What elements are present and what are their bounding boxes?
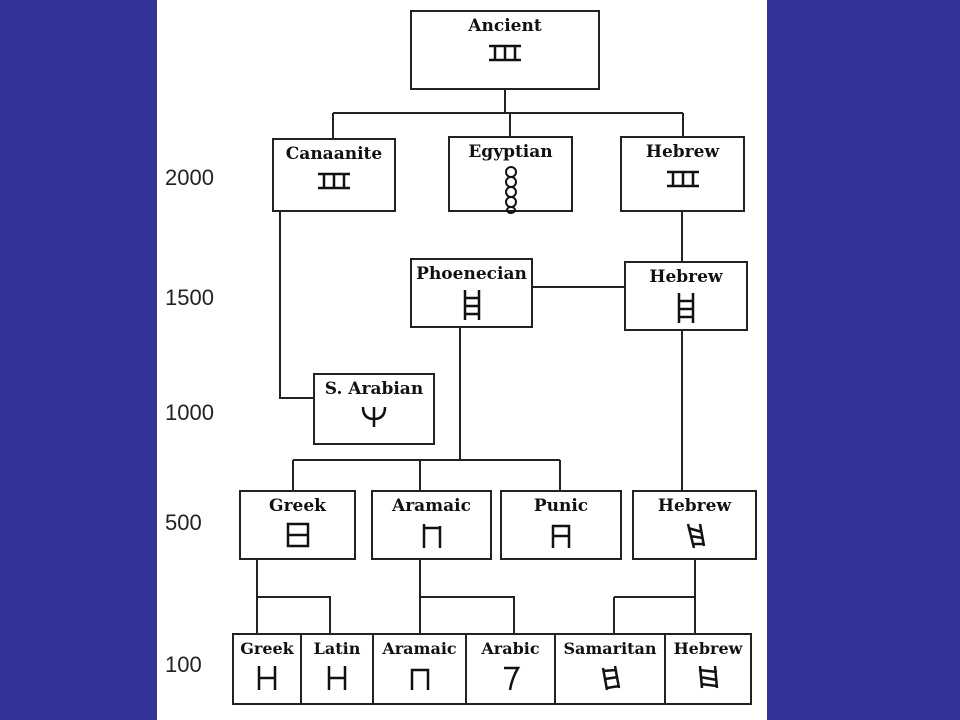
node-aramaic-100: Aramaic: [372, 633, 467, 705]
node-samaritan: Samaritan: [554, 633, 666, 705]
node-label: Canaanite: [285, 144, 383, 164]
diagram-panel: [157, 0, 767, 720]
year-label-100: 100: [165, 652, 202, 677]
boxed-e-glyph-icon: [286, 522, 309, 548]
seven-glyph-icon: [503, 666, 520, 691]
node-phoenecian: Phoenecian: [410, 258, 533, 328]
trident-glyph-icon: [361, 406, 387, 427]
heth-glyph-icon: [698, 665, 719, 689]
node-label: Aramaic: [382, 639, 457, 658]
node-hebrew-1500: Hebrew: [624, 261, 748, 331]
node-greek-500: Greek: [239, 490, 356, 560]
node-hebrew-2000: Hebrew: [620, 136, 745, 212]
node-label: Samaritan: [563, 639, 657, 658]
year-label-2000: 2000: [165, 165, 214, 190]
triple-bar-glyph-icon: [318, 172, 350, 190]
node-arabic: Arabic: [465, 633, 556, 705]
node-egyptian: Egyptian: [448, 136, 573, 214]
node-aramaic-500: Aramaic: [371, 490, 492, 560]
node-latin: Latin: [300, 633, 374, 705]
slanted-ladder-glyph-icon: [601, 665, 621, 691]
year-label-500: 500: [165, 510, 202, 535]
node-canaanite: Canaanite: [272, 138, 396, 212]
node-label: Phoenecian: [416, 264, 527, 284]
chain-loops-glyph-icon: [504, 166, 517, 214]
node-label: Aramaic: [392, 496, 471, 516]
year-label-1000: 1000: [165, 400, 214, 425]
node-label: Hebrew: [657, 496, 732, 516]
triple-bar-glyph-icon: [489, 44, 521, 62]
twisted-ladder-glyph-icon: [686, 523, 705, 549]
node-ancient: Ancient: [410, 10, 600, 90]
letter-h-glyph-icon: [327, 666, 347, 690]
pi-glyph-icon: [410, 668, 429, 690]
triple-bar-glyph-icon: [666, 170, 699, 188]
letter-h-glyph-icon: [257, 666, 277, 690]
ladder-glyph-icon: [463, 290, 480, 320]
node-s-arabian: S. Arabian: [313, 373, 435, 445]
node-hebrew-500: Hebrew: [632, 490, 757, 560]
node-label: Greek: [269, 496, 326, 516]
node-label: Egyptian: [468, 142, 553, 162]
node-label: S. Arabian: [324, 379, 424, 399]
node-label: Punic: [533, 496, 589, 516]
node-label: Hebrew: [649, 267, 723, 287]
node-label: Arabic: [481, 639, 540, 658]
node-hebrew-100: Hebrew: [664, 633, 752, 705]
year-label-1500: 1500: [165, 285, 214, 310]
node-greek-100: Greek: [232, 633, 302, 705]
node-label: Latin: [313, 639, 361, 658]
node-label: Hebrew: [673, 639, 743, 658]
node-label: Hebrew: [645, 142, 720, 162]
ladder-glyph-icon: [677, 293, 695, 323]
node-label: Ancient: [468, 16, 542, 36]
open-h-glyph-icon: [422, 524, 441, 548]
a-frame-glyph-icon: [551, 524, 571, 548]
node-label: Greek: [240, 639, 294, 658]
node-punic: Punic: [500, 490, 622, 560]
